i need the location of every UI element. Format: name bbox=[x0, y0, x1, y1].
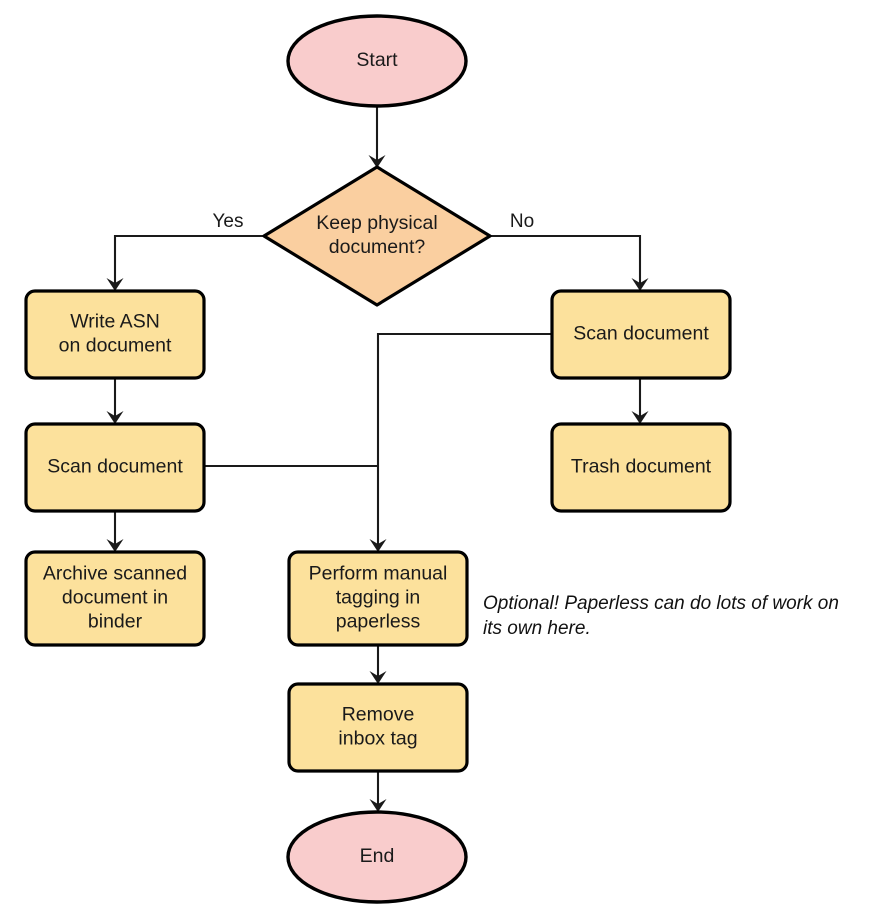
terminal-shape bbox=[286, 810, 468, 904]
node-end[interactable]: End bbox=[286, 810, 468, 904]
edge-scan-right-to-trash bbox=[631, 378, 649, 424]
edge-decision-no-to-scan-right: No bbox=[490, 211, 649, 291]
node-label-trash: Trash document bbox=[571, 456, 712, 478]
node-scan_right[interactable]: Scan document bbox=[550, 289, 732, 380]
arrowhead-icon bbox=[369, 671, 387, 684]
edge-start-to-decision bbox=[368, 106, 386, 168]
arrowhead-icon bbox=[369, 799, 387, 812]
node-start[interactable]: Start bbox=[286, 14, 468, 108]
arrowhead-icon bbox=[368, 155, 386, 168]
edge-write-asn-to-scan-left bbox=[106, 378, 124, 424]
process-shape bbox=[24, 550, 206, 647]
arrowhead-icon bbox=[106, 411, 124, 424]
node-label-start: Start bbox=[356, 49, 398, 71]
edge-tagging-to-remove-inbox bbox=[369, 645, 387, 684]
arrowhead-icon bbox=[106, 278, 124, 291]
process-shape bbox=[287, 682, 469, 773]
edge-scan-left-to-archive bbox=[106, 511, 124, 552]
edge-remove-inbox-to-end bbox=[369, 771, 387, 812]
annotation-layer: Optional! Paperless can do lots of work … bbox=[483, 593, 839, 639]
process-shape bbox=[24, 289, 206, 380]
process-shape bbox=[550, 422, 732, 513]
node-label-scan_left: Scan document bbox=[47, 456, 183, 478]
node-scan_left[interactable]: Scan document bbox=[24, 422, 206, 513]
edge-path bbox=[113, 234, 264, 284]
process-shape bbox=[550, 289, 732, 380]
process-shape bbox=[287, 550, 469, 647]
process-shape bbox=[24, 422, 206, 513]
node-trash[interactable]: Trash document bbox=[550, 422, 732, 513]
edge-label-decision-no-to-scan-right: No bbox=[510, 211, 534, 232]
arrowhead-icon bbox=[106, 539, 124, 552]
edge-scan-right-to-tagging bbox=[369, 332, 552, 552]
arrowhead-icon bbox=[369, 539, 387, 552]
terminal-shape bbox=[286, 14, 468, 108]
edge-label-decision-yes-to-write-asn: Yes bbox=[213, 211, 244, 232]
node-label-scan_right: Scan document bbox=[573, 323, 709, 345]
arrowhead-icon bbox=[631, 278, 649, 291]
node-label-end: End bbox=[360, 845, 395, 867]
edge-decision-yes-to-write-asn: Yes bbox=[106, 211, 264, 291]
arrowhead-icon bbox=[631, 411, 649, 424]
edge-layer: Yes No bbox=[106, 106, 649, 812]
decision-shape bbox=[262, 165, 492, 307]
edge-path bbox=[376, 332, 552, 545]
annotation-optional-note: Optional! Paperless can do lots of work … bbox=[483, 593, 839, 639]
edge-path bbox=[490, 234, 642, 284]
